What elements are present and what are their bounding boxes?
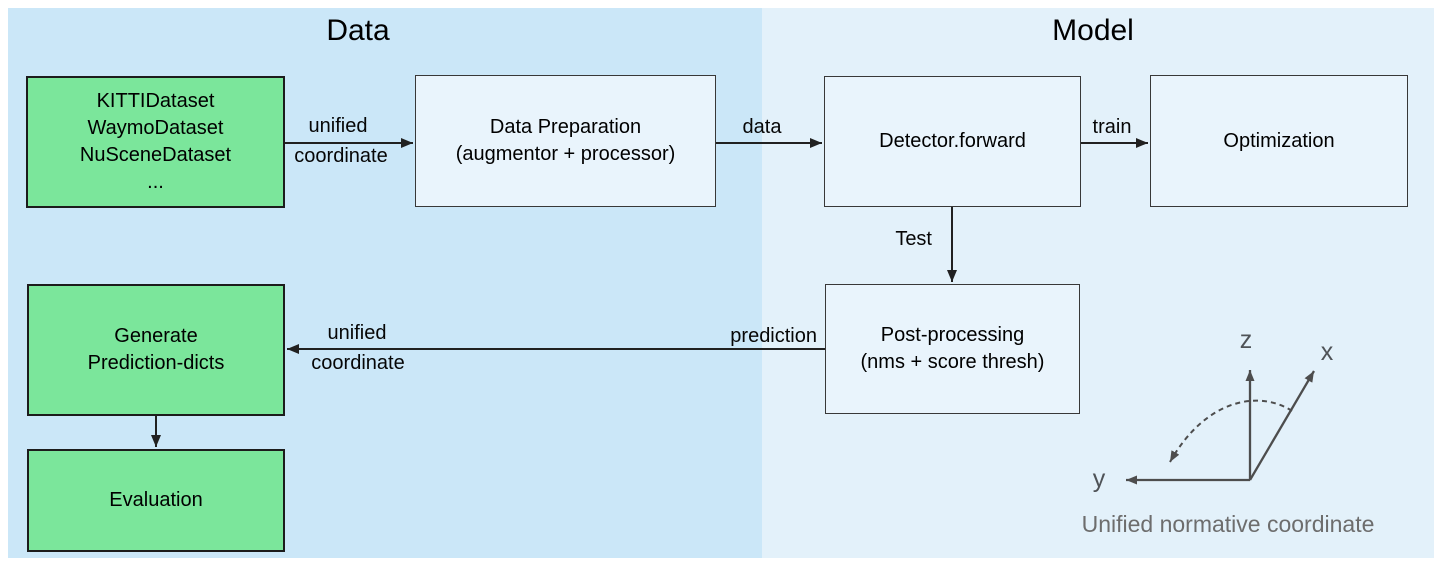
node-optimization-label: Optimization: [1223, 129, 1335, 152]
node-datasets-line4: ...: [147, 171, 164, 193]
edge-label-prediction: prediction: [730, 325, 817, 347]
node-evaluation-label: Evaluation: [109, 489, 203, 511]
node-datasets-line2: WaymoDataset: [87, 117, 224, 139]
node-post-processing: Post-processing (nms + score thresh): [825, 284, 1080, 414]
node-datasets-line3: NuSceneDataset: [79, 144, 232, 166]
coordinate-caption: Unified normative coordinate: [1081, 511, 1375, 537]
z-axis-label: z: [1239, 326, 1253, 354]
edge-label-data: data: [742, 116, 782, 138]
node-generate-prediction-dicts-line1: Generate: [114, 325, 198, 347]
model-section-title: Model: [1052, 14, 1134, 47]
node-data-preparation-line1: Data Preparation: [489, 116, 642, 138]
node-evaluation: Evaluation: [27, 449, 285, 552]
edge-label-unified-bottom: unified: [327, 322, 387, 344]
edge-label-coordinate-bottom: coordinate: [311, 352, 405, 374]
data-section-title: Data: [326, 14, 390, 47]
node-data-preparation: Data Preparation (augmentor + processor): [415, 75, 716, 207]
node-detector-forward-label: Detector.forward: [879, 130, 1026, 152]
node-generate-prediction-dicts: Generate Prediction-dicts: [27, 284, 285, 416]
node-detector-forward: Detector.forward: [824, 76, 1081, 207]
edge-label-unified-top: unified: [308, 115, 368, 137]
edge-label-test: Test: [895, 228, 932, 250]
node-datasets-line1: KITTIDataset: [96, 90, 215, 112]
y-axis-label: y: [1092, 465, 1106, 493]
node-datasets: KITTIDataset WaymoDataset NuSceneDataset…: [26, 76, 285, 208]
edge-label-coordinate-top: coordinate: [294, 145, 388, 167]
node-data-preparation-line2: (augmentor + processor): [455, 143, 676, 165]
node-post-processing-line2: (nms + score thresh): [860, 351, 1045, 373]
node-optimization: Optimization: [1150, 75, 1408, 207]
node-post-processing-line1: Post-processing: [880, 324, 1025, 346]
node-generate-prediction-dicts-line2: Prediction-dicts: [87, 352, 225, 374]
edge-label-train: train: [1092, 116, 1132, 138]
x-axis-label: x: [1320, 338, 1334, 366]
